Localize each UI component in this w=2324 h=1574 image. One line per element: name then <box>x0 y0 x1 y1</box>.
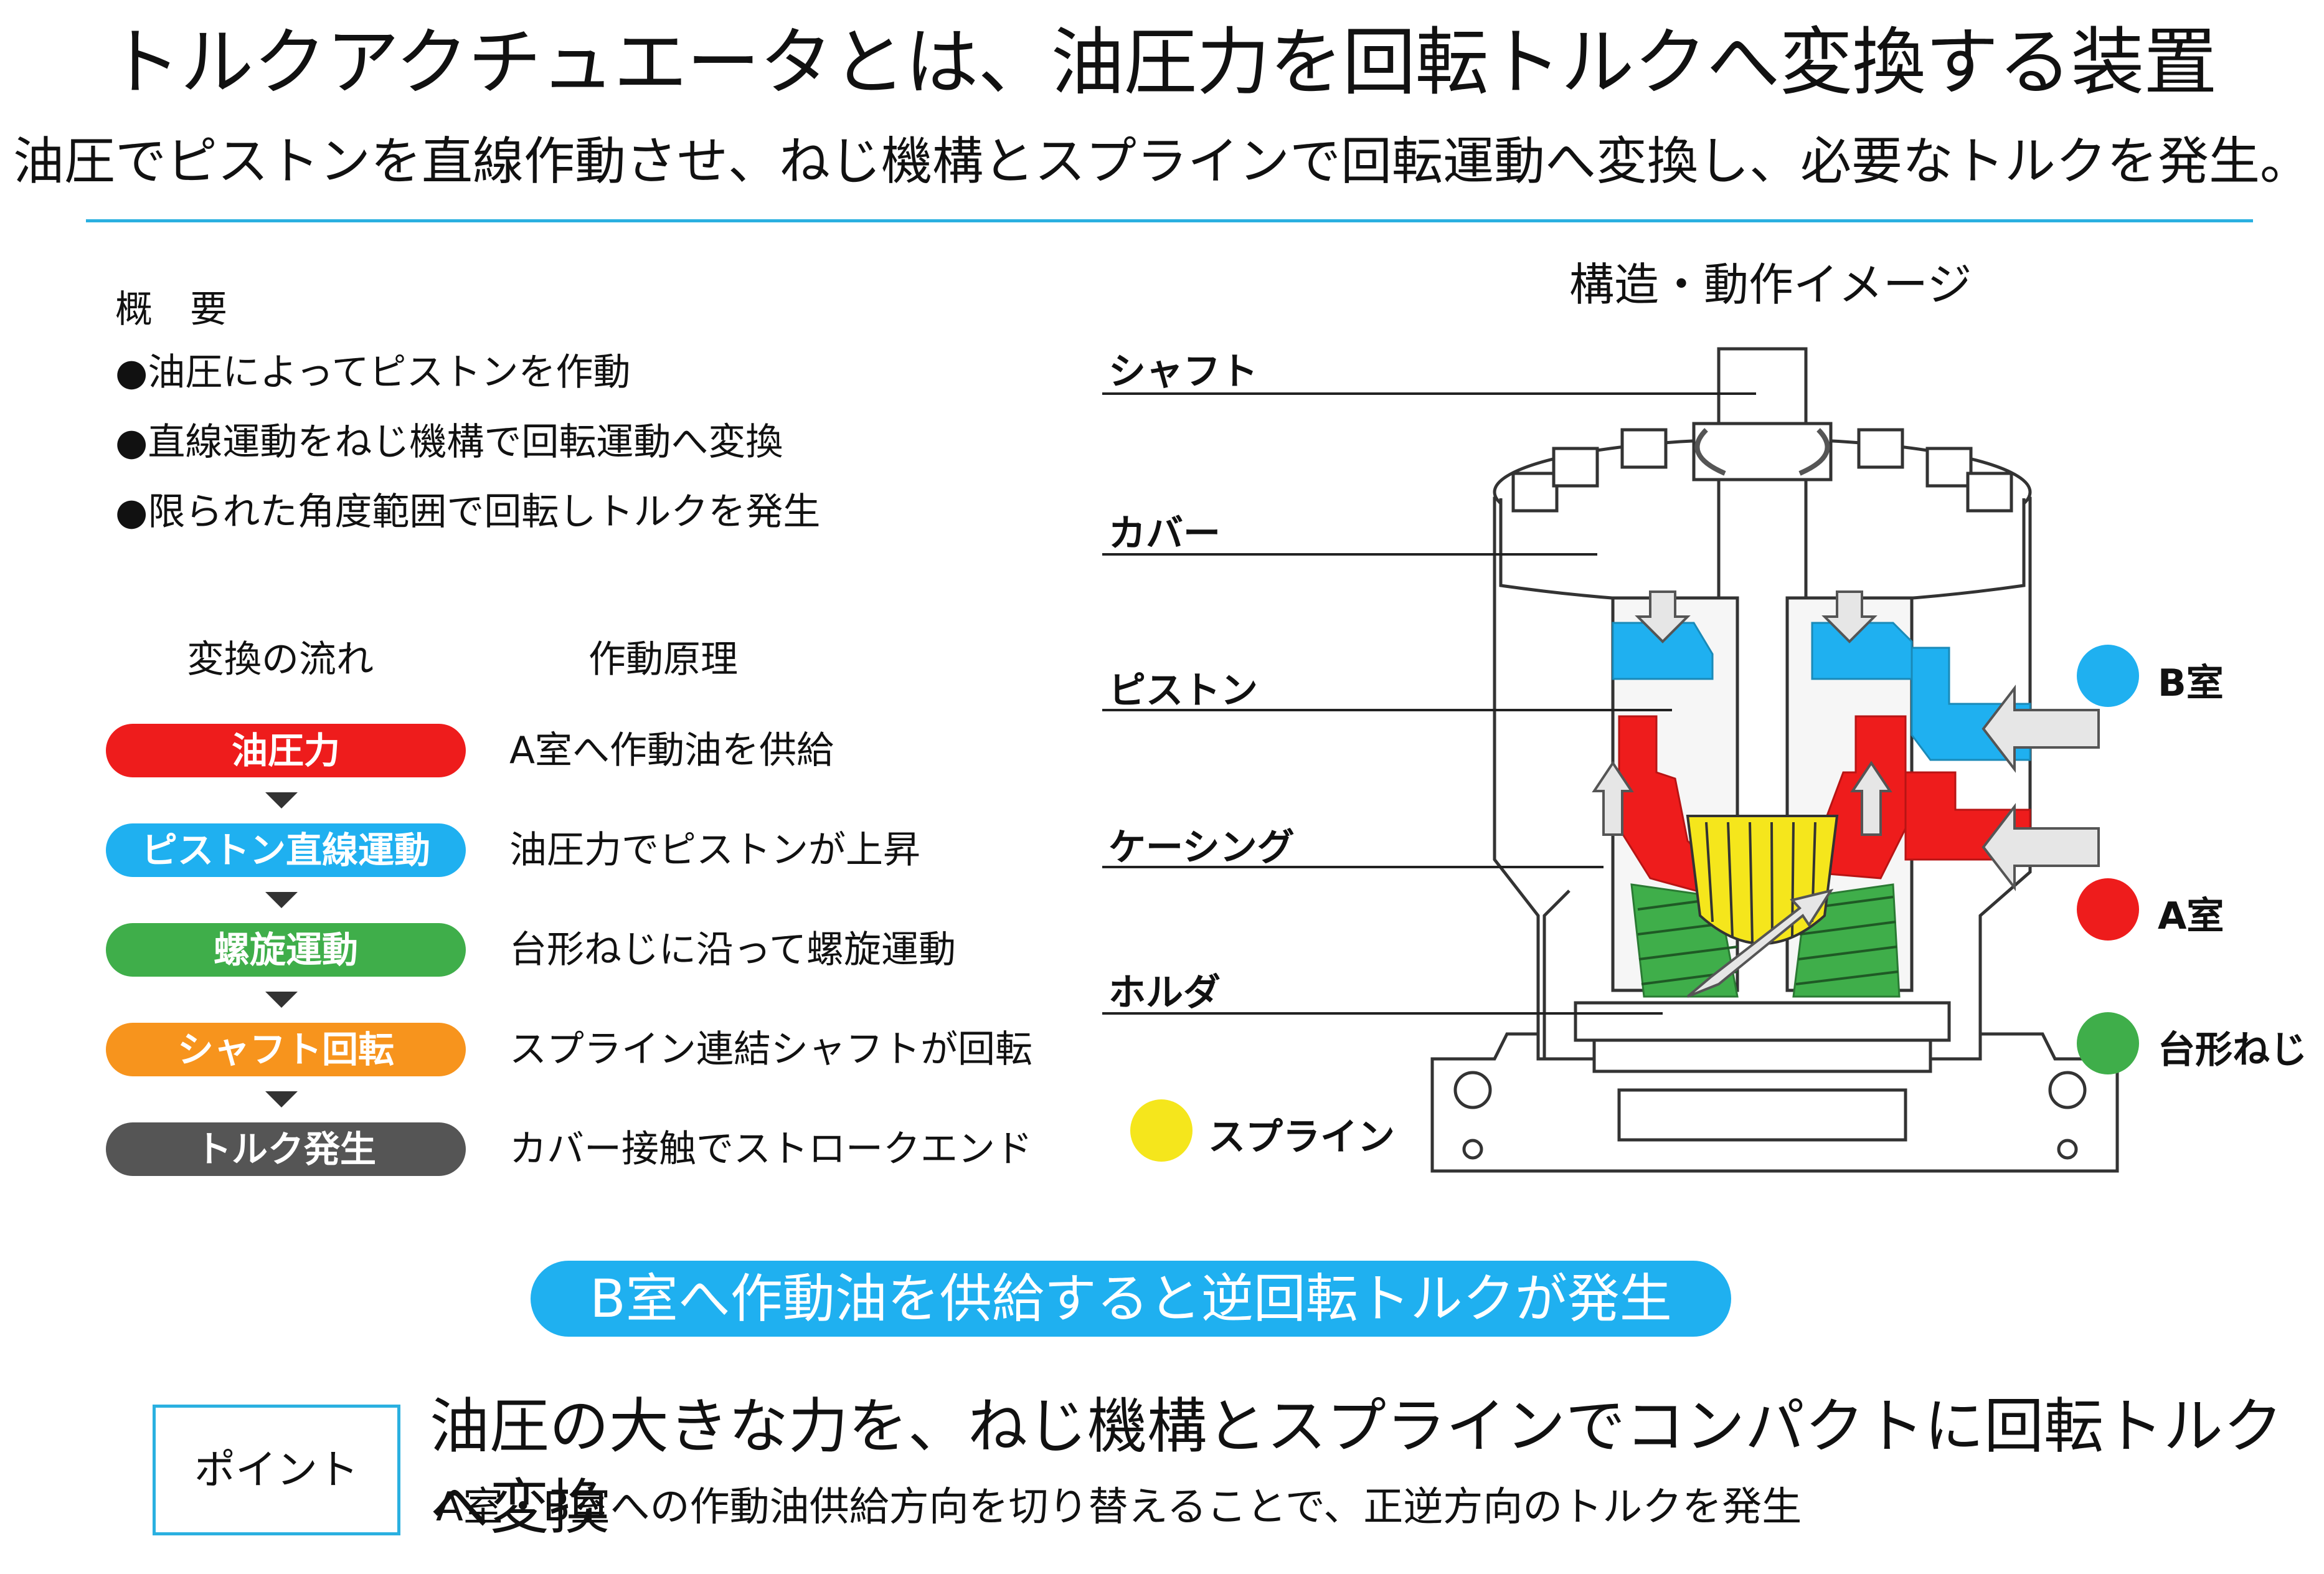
part-label-piston: ピストン <box>1108 669 1258 713</box>
flow-step-helical: 螺旋運動 <box>106 923 466 977</box>
leader-line <box>1102 392 1756 395</box>
flow-principle: 油圧力でピストンが上昇 <box>509 828 920 872</box>
leader-line <box>1102 553 1597 556</box>
point-main-text: 油圧の大きな力を、ねじ機構とスプラインでコンパクトに回転トルクへ変換 <box>430 1391 2283 1542</box>
divider <box>86 219 2253 222</box>
flow-arrow-icon <box>265 1091 298 1107</box>
flow-step-shaft-rotation: シャフト回転 <box>106 1023 466 1076</box>
flow-arrow-icon <box>265 792 298 808</box>
leader-line <box>1102 709 1672 711</box>
legend-label: B室 <box>2158 661 2224 705</box>
flow-step-hydraulic-force: 油圧力 <box>106 724 466 777</box>
flow-principle: A室へ作動油を供給 <box>509 729 834 772</box>
part-label-casing: ケーシング <box>1108 826 1295 870</box>
flow-step-torque: トルク発生 <box>106 1122 466 1176</box>
point-label: ポイント <box>153 1405 400 1535</box>
part-label-shaft: シャフト <box>1108 350 1258 394</box>
page-title: トルクアクチュエータとは、油圧力を回転トルクへ変換する装置 <box>107 19 2217 105</box>
overview-heading: 概要 <box>115 288 265 331</box>
part-label-holder: ホルダ <box>1108 971 1221 1015</box>
part-label-cover: カバー <box>1108 512 1221 556</box>
legend-swatch-a-chamber <box>2077 878 2139 941</box>
legend-label: 台形ねじ <box>2158 1028 2307 1072</box>
leader-line <box>1102 1012 1663 1015</box>
flow-principle: カバー接触でストロークエンド <box>509 1127 1032 1171</box>
diagram-title: 構造・動作イメージ <box>1569 258 1972 311</box>
flow-arrow-icon <box>265 992 298 1008</box>
overview-item: ●油圧によってピストンを作動 <box>115 351 631 394</box>
legend-label: スプライン <box>1208 1116 1395 1159</box>
flow-arrow-icon <box>265 892 298 908</box>
principle-heading: 作動原理 <box>588 638 738 681</box>
legend-label: A室 <box>2158 894 2224 938</box>
flow-step-piston-linear: ピストン直線運動 <box>106 823 466 877</box>
point-sub-text: A室・B室への作動油供給方向を切り替えることで、正逆方向のトルクを発生 <box>436 1484 1802 1530</box>
legend-swatch-thread <box>2077 1012 2139 1074</box>
overview-item: ●直線運動をねじ機構で回転運動へ変換 <box>115 420 783 464</box>
flow-principle: スプライン連結シャフトが回転 <box>509 1028 1032 1071</box>
reverse-torque-banner: B室へ作動油を供給すると逆回転トルクが発生 <box>531 1261 1731 1337</box>
leader-line <box>1102 866 1604 868</box>
flow-principle: 台形ねじに沿って螺旋運動 <box>509 928 956 972</box>
legend-swatch-spline <box>1130 1099 1193 1162</box>
overview-item: ●限られた角度範囲で回転しトルクを発生 <box>115 490 821 534</box>
actuator-cross-section <box>1430 347 2119 1173</box>
legend-swatch-b-chamber <box>2077 645 2139 707</box>
page-subtitle: 油圧でピストンを直線作動させ、ねじ機構とスプラインで回転運動へ変換し、必要なトル… <box>12 132 2311 191</box>
flow-heading: 変換の流れ <box>187 638 374 681</box>
